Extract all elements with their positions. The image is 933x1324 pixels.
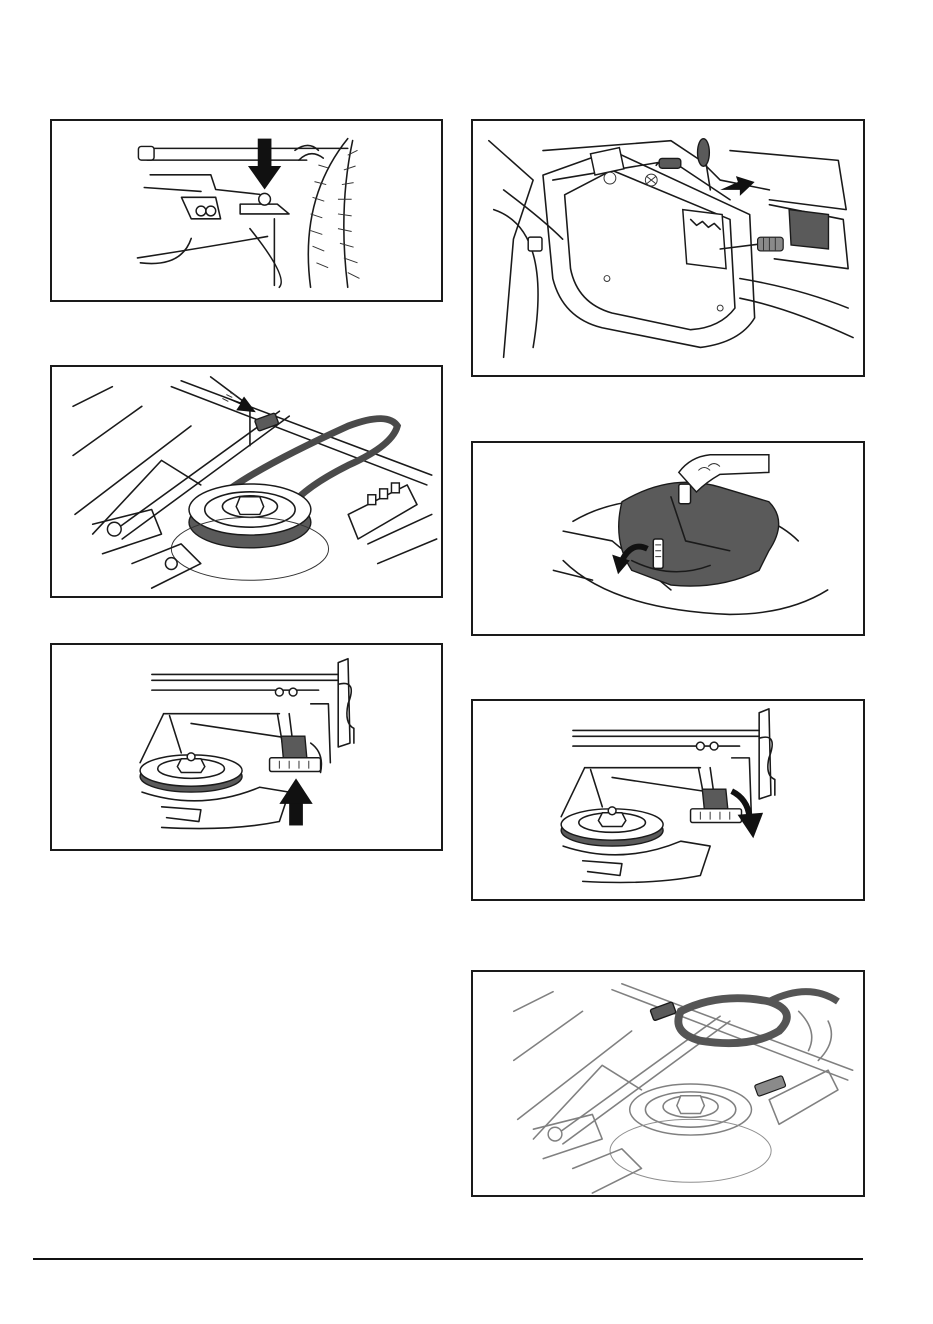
figure-tensioner-up (50, 643, 443, 851)
tensioner-up-illustration (52, 645, 441, 849)
figure-tensioner-down (471, 699, 865, 901)
tensioner-down-illustration (473, 701, 863, 899)
figure-cover-removal (471, 441, 865, 636)
figure-height-lever (471, 119, 865, 377)
figure-deflector-pin (50, 119, 443, 302)
height-lever-illustration (473, 121, 863, 375)
footer-rule (33, 1258, 863, 1260)
belt-removed-illustration (473, 972, 863, 1195)
cover-removal-illustration (473, 443, 863, 634)
figure-belt-removed (471, 970, 865, 1197)
figure-belt-pulley (50, 365, 443, 598)
belt-pulley-illustration (52, 367, 441, 596)
deflector-pin-illustration (52, 121, 441, 300)
